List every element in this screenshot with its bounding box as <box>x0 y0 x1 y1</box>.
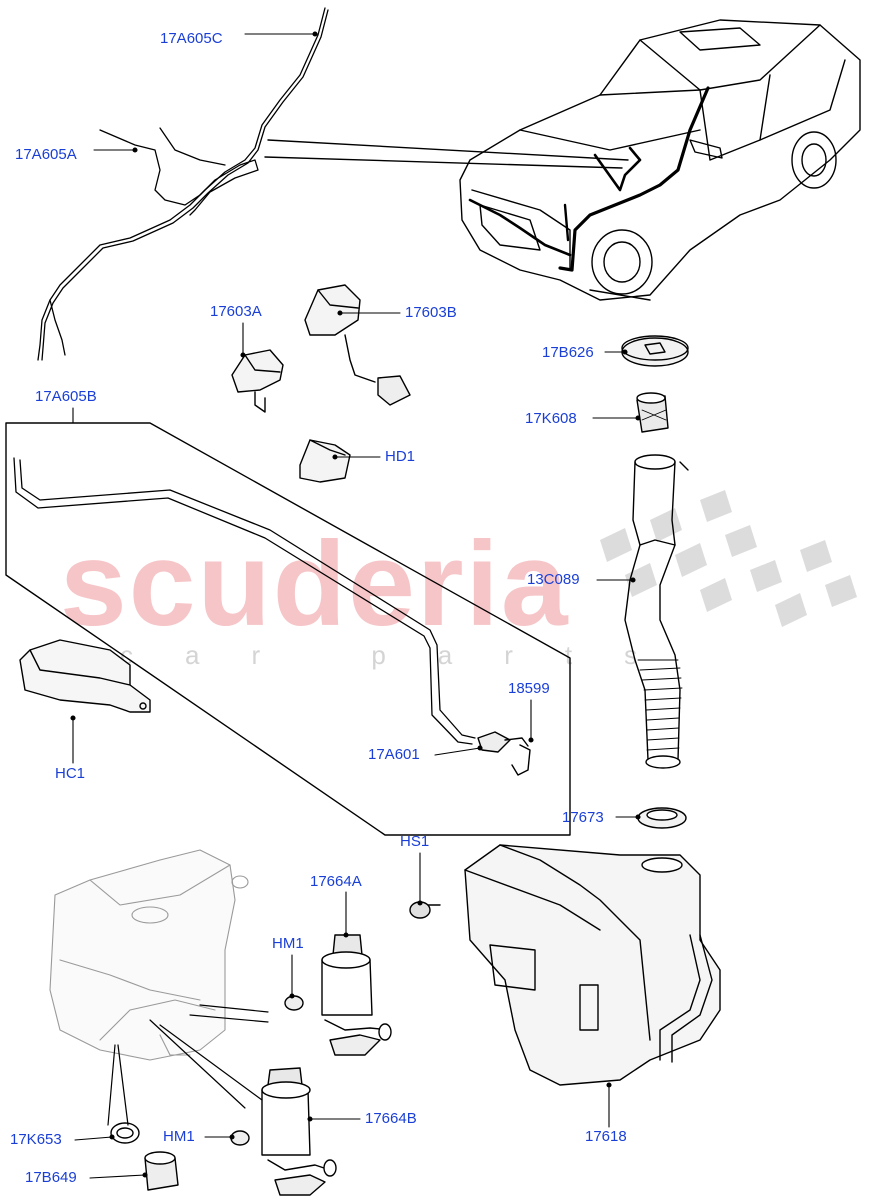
filler-neck-13C089 <box>624 454 689 769</box>
checkered-flag-icon <box>600 490 857 627</box>
label-17603A: 17603A <box>210 303 262 320</box>
label-17A601: 17A601 <box>368 746 420 763</box>
label-HD1: HD1 <box>385 448 416 465</box>
vehicle-illustration <box>459 19 861 301</box>
label-17A605A: 17A605A <box>15 146 77 163</box>
label-17A605C: 17A605C <box>160 30 223 47</box>
watermark-subtitle: car parts <box>120 640 690 670</box>
label-17K653: 17K653 <box>10 1131 62 1148</box>
label-HM1-upper: HM1 <box>272 935 304 952</box>
grommet-HM1-upper <box>284 995 304 1011</box>
filter-17K608 <box>636 392 669 433</box>
bolt-HS1 <box>409 901 441 919</box>
label-13C089: 13C089 <box>527 571 580 588</box>
label-17664A: 17664A <box>310 873 362 890</box>
level-sensor-17B649 <box>144 1151 179 1191</box>
leader-lines <box>70 31 641 1179</box>
label-17673: 17673 <box>562 809 604 826</box>
reservoir-assembly-ghost <box>49 849 249 1061</box>
label-HM1-lower: HM1 <box>163 1128 195 1145</box>
hose-clip-HD1 <box>299 439 351 483</box>
label-17618: 17618 <box>585 1128 627 1145</box>
bracket-HC1 <box>19 639 151 713</box>
washer-hose-17A605C <box>37 7 329 361</box>
label-HC1: HC1 <box>55 765 86 782</box>
washer-pump-17664A <box>321 934 392 1056</box>
seal-17K653 <box>110 1122 140 1144</box>
hose-kit-17A605B-box <box>5 422 571 836</box>
label-HS1: HS1 <box>400 833 430 850</box>
label-17K608: 17K608 <box>525 410 577 427</box>
watermark-logo: scuderia <box>60 517 570 651</box>
label-17B626: 17B626 <box>542 344 594 361</box>
label-17664B: 17664B <box>365 1110 417 1127</box>
seal-17673 <box>637 807 687 829</box>
washer-jet-17603B <box>304 284 411 406</box>
label-17603B: 17603B <box>405 304 457 321</box>
label-18599: 18599 <box>508 680 550 697</box>
label-17B649: 17B649 <box>25 1169 77 1186</box>
label-17A605B: 17A605B <box>35 388 97 405</box>
reservoir-17618 <box>464 844 721 1086</box>
filler-cap-17B626 <box>621 335 689 367</box>
washer-jet-17603A <box>231 349 284 413</box>
washer-pump-17664B <box>261 1067 337 1196</box>
